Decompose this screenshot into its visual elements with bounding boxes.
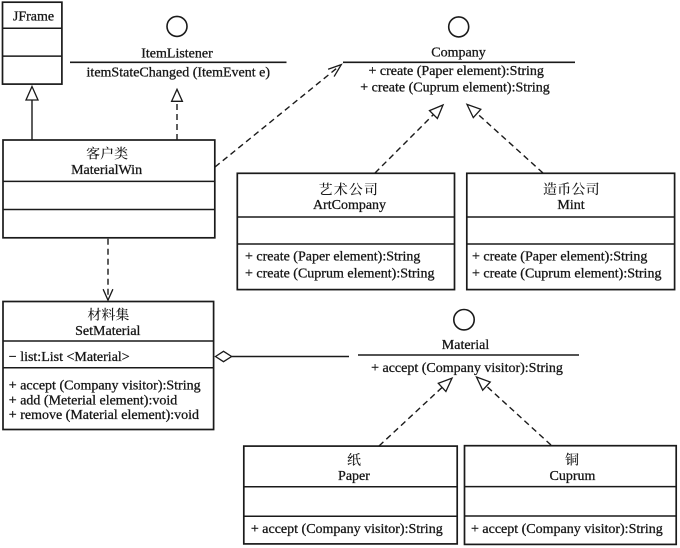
svg-text:+ create (Paper element):Strin: + create (Paper element):String: [472, 250, 647, 265]
svg-text:+ accept (Company visitor):Str: + accept (Company visitor):String: [371, 361, 563, 376]
svg-text:+ create (Paper element):Strin: + create (Paper element):String: [245, 250, 420, 265]
svg-text:Company: Company: [431, 45, 485, 60]
svg-text:+ create (Cuprum element):Stri: + create (Cuprum element):String: [360, 81, 549, 96]
svg-text:− list:List <Material>: − list:List <Material>: [9, 350, 130, 365]
svg-text:itemStateChanged (ItemEvent e): itemStateChanged (ItemEvent e): [87, 66, 271, 81]
svg-text:JFrame: JFrame: [13, 10, 54, 25]
svg-text:+ create (Paper element):Strin: + create (Paper element):String: [368, 64, 543, 79]
svg-text:+ accept (Company visitor):Str: + accept (Company visitor):String: [471, 522, 663, 537]
svg-text:ItemListener: ItemListener: [141, 46, 213, 61]
svg-text:Cuprum: Cuprum: [550, 469, 596, 484]
svg-text:+ create (Cuprum element):Stri: + create (Cuprum element):String: [245, 266, 434, 281]
svg-text:+ remove (Material element):vo: + remove (Material element):void: [9, 408, 199, 423]
svg-text:Paper: Paper: [338, 469, 370, 484]
svg-text:+ accept (Company visitor):Str: + accept (Company visitor):String: [9, 379, 201, 394]
svg-text:+ create (Cuprum element):Stri: + create (Cuprum element):String: [472, 266, 661, 281]
svg-text:SetMaterial: SetMaterial: [75, 324, 140, 339]
svg-text:MaterialWin: MaterialWin: [71, 163, 142, 178]
svg-text:+ accept (Company visitor):Str: + accept (Company visitor):String: [251, 522, 443, 537]
svg-text:Material: Material: [442, 338, 490, 353]
svg-text:ArtCompany: ArtCompany: [313, 198, 386, 213]
svg-text:+ add (Meterial element):void: + add (Meterial element):void: [9, 393, 177, 408]
svg-text:Mint: Mint: [557, 198, 584, 213]
